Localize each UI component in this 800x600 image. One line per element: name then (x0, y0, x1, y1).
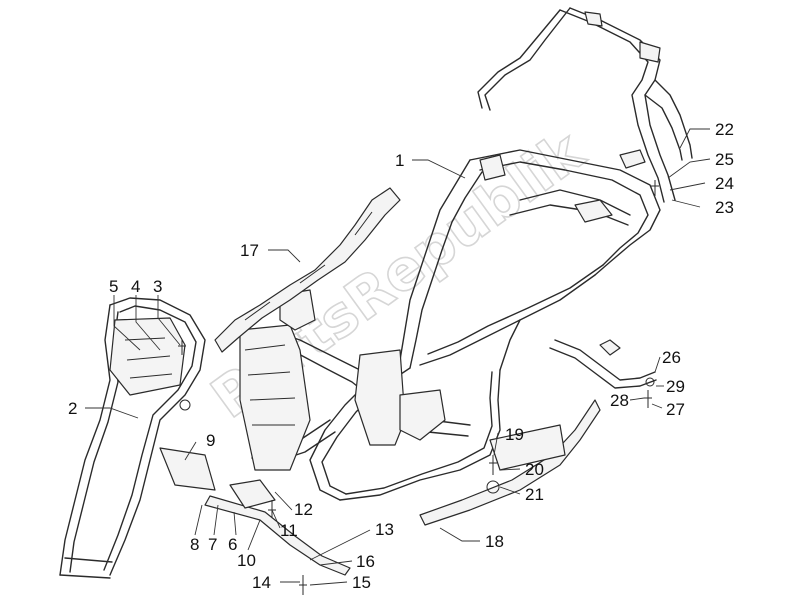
callout-5: 5 (109, 277, 118, 296)
bracket-26 (549, 339, 657, 389)
callout-1: 1 (395, 151, 404, 170)
callout-14: 14 (252, 573, 271, 592)
callout-4: 4 (131, 277, 140, 296)
callout-18: 18 (485, 532, 504, 551)
callout-26: 26 (662, 348, 681, 367)
callout-7: 7 (208, 535, 217, 554)
callout-23: 23 (715, 198, 734, 217)
callout-10: 10 (237, 551, 256, 570)
main-frame (239, 149, 661, 501)
callout-20: 20 (525, 460, 544, 479)
callout-25: 25 (715, 150, 734, 169)
callout-11: 11 (280, 521, 298, 540)
callout-28: 28 (610, 391, 629, 410)
callout-3: 3 (153, 277, 162, 296)
callout-13: 13 (375, 520, 394, 539)
footboard-18 (419, 399, 601, 526)
callout-17: 17 (240, 241, 259, 260)
front-bracket-2 (59, 297, 206, 579)
callout-27: 27 (666, 400, 685, 419)
callout-8: 8 (190, 535, 199, 554)
callout-15: 15 (352, 573, 371, 592)
leader-lines (85, 128, 711, 586)
callouts: 1 2 3 4 5 6 7 8 9 10 11 12 13 14 15 16 1… (68, 120, 734, 592)
callout-2: 2 (68, 399, 77, 418)
callout-29: 29 (666, 377, 685, 396)
callout-9: 9 (206, 431, 215, 450)
rear-grab-handle (477, 7, 693, 203)
side-rail-17 (214, 187, 401, 353)
callout-24: 24 (715, 174, 734, 193)
stand-13-16 (159, 447, 351, 576)
callout-19: 19 (505, 425, 524, 444)
callout-16: 16 (356, 552, 375, 571)
callout-21: 21 (525, 485, 544, 504)
callout-22: 22 (715, 120, 734, 139)
callout-6: 6 (228, 535, 237, 554)
callout-12: 12 (294, 500, 313, 519)
